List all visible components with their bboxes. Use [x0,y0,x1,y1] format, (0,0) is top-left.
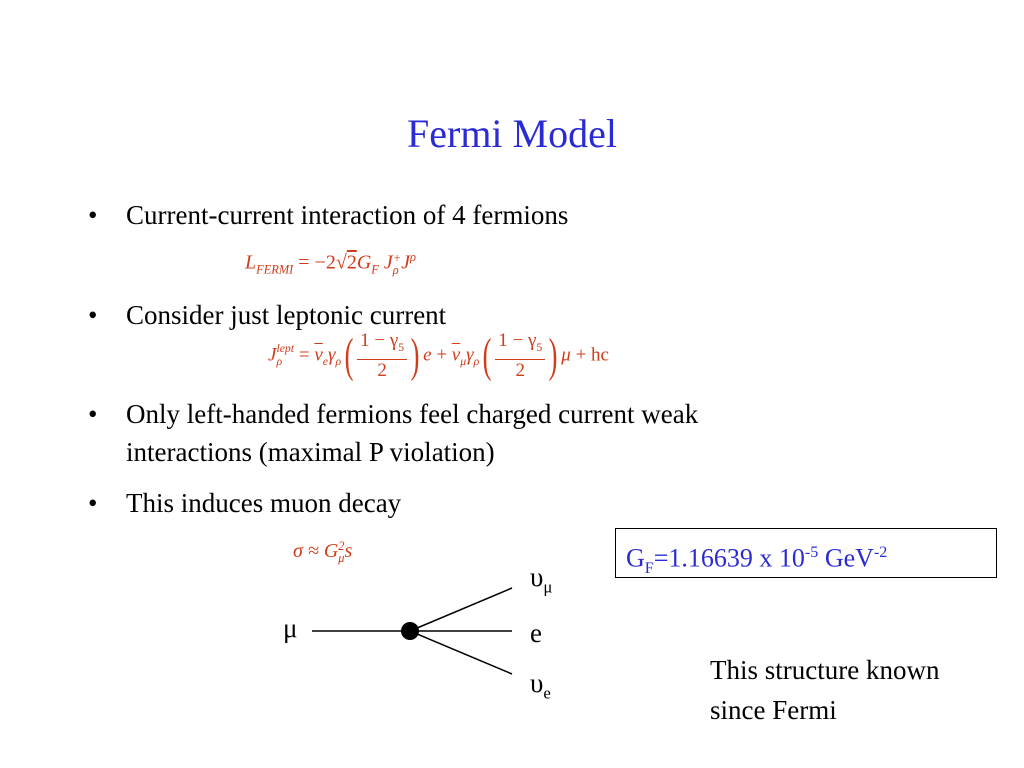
note-line2: since Fermi [710,695,837,725]
outgoing-nue-label: υe [530,668,551,703]
bullet-marker: • [88,200,98,230]
fermi-constant-box: GF=1.16639 x 10-5 GeV-2 [615,528,997,578]
bullet-marker: • [88,488,98,518]
incoming-muon-label: μ [283,613,298,643]
muon-decay-diagram [312,587,513,675]
slide-title: Fermi Model [407,111,617,156]
outgoing-nue-line [409,630,513,675]
note-text: This structure known since Fermi [710,650,1010,730]
bullet-text: Current-current interaction of 4 fermion… [126,200,569,230]
interaction-vertex [401,622,419,640]
bullet-text-line2: interactions (maximal P violation) [126,437,495,467]
bullet-marker: • [88,300,98,330]
bullet-marker: • [88,399,98,429]
outgoing-numu-label: υμ [530,562,553,597]
bullet-text: This induces muon decay [126,488,402,518]
outgoing-e-label: e [530,618,542,648]
outgoing-numu-line [409,587,513,632]
note-line1: This structure known [710,655,940,685]
bullet-text: Consider just leptonic current [126,300,447,330]
bullet-text-line1: Only left-handed fermions feel charged c… [126,399,699,429]
